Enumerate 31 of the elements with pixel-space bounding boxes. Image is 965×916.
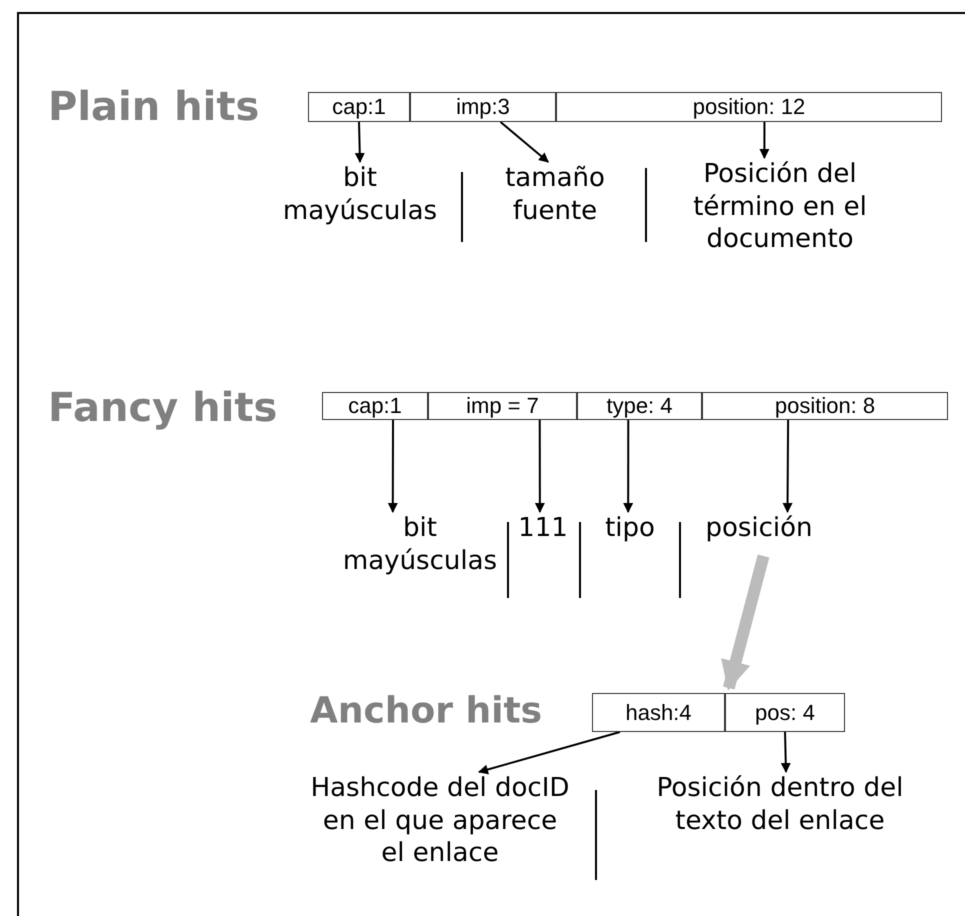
- field-description: Posición dentro del texto del enlace: [630, 772, 930, 862]
- bit-field: pos: 4: [725, 693, 845, 732]
- bit-field: position: 12: [556, 92, 942, 122]
- arrow: [780, 732, 791, 773]
- field-description: Hashcode del docID en el que aparece el enlace: [310, 772, 570, 892]
- bit-field: imp:3: [410, 92, 556, 122]
- field-description: tamaño fuente: [470, 162, 640, 244]
- arrow: [354, 122, 365, 163]
- field-description: tipo: [584, 512, 676, 556]
- field-description: Posición del término en el documento: [650, 158, 910, 288]
- row-heading: Anchor hits: [310, 690, 542, 732]
- arrow: [782, 420, 793, 513]
- field-description: posición: [684, 512, 834, 556]
- bit-field: type: 4: [577, 392, 702, 420]
- wide-arrow: [721, 554, 770, 691]
- bit-field: position: 8: [702, 392, 948, 420]
- bit-field: hash:4: [592, 693, 725, 732]
- arrow: [500, 121, 549, 163]
- arrow: [388, 420, 398, 513]
- row-heading: Plain hits: [48, 84, 260, 130]
- field-description: bit mayúsculas: [280, 162, 440, 244]
- row-heading: Fancy hits: [48, 385, 278, 431]
- field-description: 111: [512, 512, 574, 556]
- field-description: bit mayúsculas: [340, 512, 500, 600]
- bit-field: cap:1: [322, 392, 428, 420]
- arrow: [478, 731, 620, 774]
- arrow: [759, 122, 770, 159]
- arrow: [534, 420, 545, 513]
- arrow: [623, 420, 634, 513]
- bit-field: imp = 7: [428, 392, 577, 420]
- bit-field: cap:1: [308, 92, 410, 122]
